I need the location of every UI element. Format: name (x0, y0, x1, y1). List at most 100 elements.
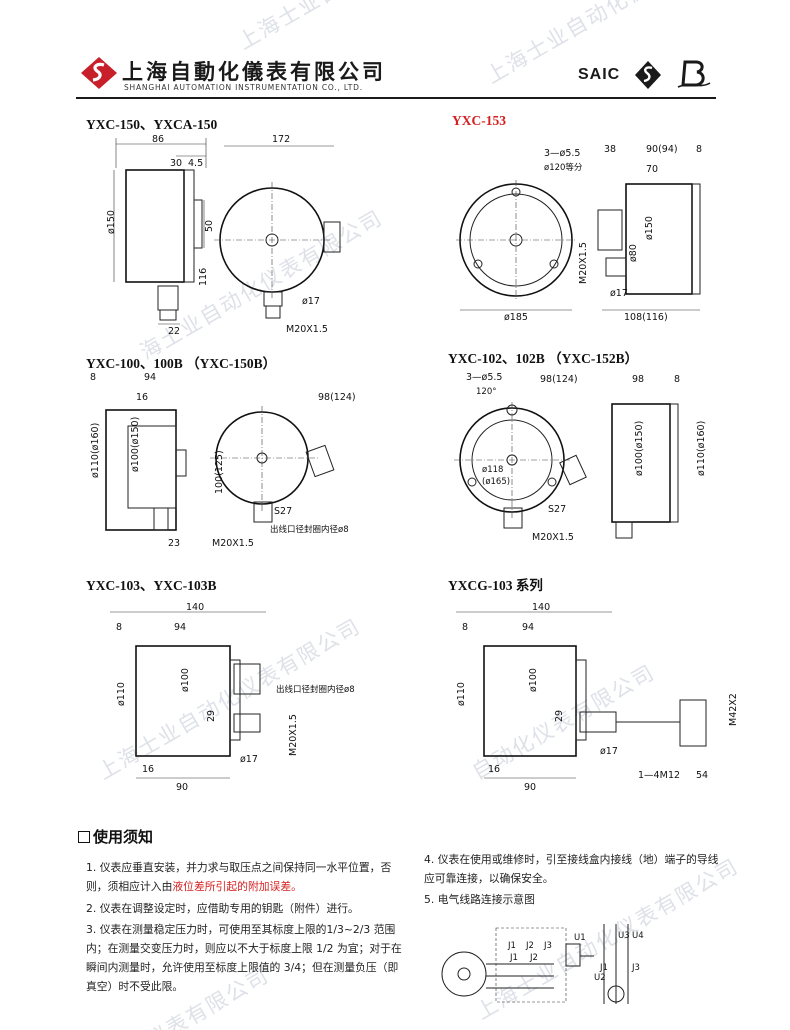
dim-cable-length: 1—4M (638, 770, 668, 781)
dim-8: 8 (116, 622, 122, 633)
dim-116: 116 (198, 268, 209, 286)
model-title-yxc150: YXC-150、YXCA-150 (86, 117, 218, 132)
drawing-yxc150: 86 30 4.5 ø150 50 116 22 172 ø17 M20X1.5 (106, 134, 341, 337)
thread-m20: M20X1.5 (212, 538, 254, 549)
dim-86: 86 (152, 134, 164, 145)
dim-16: 16 (142, 764, 154, 775)
dim-dia118: ø118 (482, 465, 503, 475)
dim-100-125: 100(125) (214, 450, 225, 494)
side-view: 86 30 4.5 ø150 50 116 22 (106, 134, 215, 337)
dim-38: 38 (604, 144, 616, 155)
dim-98: 98 (632, 374, 644, 385)
dim-dia17: ø17 (600, 746, 618, 757)
brand-b-logo-icon (677, 60, 711, 88)
wire-label: J3 (543, 941, 552, 951)
notes-heading: 使用须知 (78, 826, 153, 847)
wire-label: J2 (529, 953, 538, 963)
dim-22: 22 (168, 326, 180, 337)
thread-m20: M20X1.5 (286, 324, 328, 335)
dim-s27: S27 (274, 506, 292, 517)
dim-dia100: ø100 (180, 668, 191, 692)
dim-holes: 3—ø5.5 (466, 372, 502, 383)
dim-dia17: ø17 (240, 754, 258, 765)
dim-29: 29 (554, 710, 565, 722)
dim-dia165: (ø165) (482, 477, 510, 487)
dim-dia100: ø100 (528, 668, 539, 692)
dim-4-5: 4.5 (188, 158, 203, 169)
thread-m20: M20X1.5 (288, 714, 299, 756)
dim-8: 8 (696, 144, 702, 155)
wiring-diagram: J1 J2 J3 J1 J2 U1 U2 U3 U4 J1 J3 (441, 924, 644, 1004)
company-logo-icon (81, 57, 117, 89)
brand-saic: SAIC (578, 66, 621, 83)
saic-logo-icon (635, 61, 661, 89)
wire-label: J2 (525, 941, 534, 951)
dim-94: 94 (174, 622, 186, 633)
dim-98-124: 98(124) (540, 374, 578, 385)
wire-label: J1 (507, 941, 516, 951)
thread-m20: M20X1.5 (532, 532, 574, 543)
dim-172: 172 (272, 134, 290, 145)
company-name-en: SHANGHAI AUTOMATION INSTRUMENTATION CO.,… (124, 83, 363, 92)
wire-label: J1 (509, 953, 518, 963)
dim-dia17: ø17 (302, 296, 320, 307)
drawing-yxcg103: 140 8 94 ø110 ø100 29 ø17 M42X2 16 90 1—… (456, 602, 739, 793)
wire-label: J1 (599, 963, 608, 973)
dim-98: 98(124) (318, 392, 356, 403)
dim-dia110: ø110(ø160) (696, 421, 707, 476)
note-2: 2. 仪表在调整设定时，应借助专用的钥匙（附件）进行。 (86, 902, 359, 915)
dim-23: 23 (168, 538, 180, 549)
dim-dia100: ø100(ø150) (130, 417, 141, 472)
dim-dia185: ø185 (504, 312, 528, 323)
wire-label: U2 (594, 973, 606, 983)
dim-140: 140 (186, 602, 204, 613)
dim-8: 8 (90, 372, 96, 383)
dim-94: 94 (144, 372, 156, 383)
note-4: 4. 仪表在使用或维修时，引至接线盒内接线（地）端子的导线应可靠连接，以确保安全… (424, 853, 719, 885)
wire-label: U1 (574, 933, 586, 943)
dim-70: 70 (646, 164, 658, 175)
dim-140: 140 (532, 602, 550, 613)
dim-54: 54 (696, 770, 708, 781)
dim-dia110: ø110 (116, 682, 127, 706)
drawing-yxc102: 3—ø5.5 120° 98(124) ø118 (ø165) S27 M20X… (454, 372, 707, 543)
dim-dia150: ø150 (644, 216, 655, 240)
note-1: 1. 仪表应垂直安装，并力求与取压点之间保持同一水平位置，否则，须相应计入由液位… (86, 861, 392, 893)
dim-90: 90 (524, 782, 536, 793)
thread-m20: M20X1.5 (578, 242, 589, 284)
model-title-yxc103: YXC-103、YXC-103B (86, 578, 217, 593)
dim-holes: 3—ø5.5 (544, 148, 580, 159)
dim-s27: S27 (548, 504, 566, 515)
wire-label: U3 (618, 931, 630, 941)
dim-16: 16 (488, 764, 500, 775)
wire-label: U4 (632, 931, 644, 941)
thread-m42: M42X2 (728, 693, 739, 726)
dim-dia150: ø150 (106, 210, 117, 234)
dim-dia110: ø110(ø160) (90, 423, 101, 478)
wire-label: J3 (631, 963, 640, 973)
dim-16: 16 (136, 392, 148, 403)
dim-50: 50 (204, 220, 215, 232)
dim-90: 90 (176, 782, 188, 793)
dim-dia110: ø110 (456, 682, 467, 706)
model-title-yxc153: YXC-153 (452, 113, 506, 128)
dim-dia17: ø17 (610, 288, 628, 299)
note-3: 3. 仪表在测量稳定压力时，可使用至其标度上限的1/3~2/3 范围内；在测量交… (86, 923, 402, 993)
dim-12: 12 (668, 770, 680, 781)
drawing-yxc100: 8 94 16 ø110(ø160) ø100(ø150) 23 98(124)… (90, 372, 356, 549)
dim-120deg: 120° (476, 387, 496, 397)
model-title-yxcg103: YXCG-103 系列 (448, 578, 543, 593)
checkbox-square-icon (78, 831, 90, 843)
note-5: 5. 电气线路连接示意图 (424, 893, 535, 906)
model-title-yxc100: YXC-100、100B （YXC-150B） (86, 356, 277, 371)
dim-108: 108(116) (624, 312, 668, 323)
dim-dia80: ø80 (628, 244, 639, 262)
dim-8: 8 (674, 374, 680, 385)
company-name-cn: 上海自動化儀表有限公司 (122, 59, 386, 84)
model-title-yxc102: YXC-102、102B （YXC-152B） (448, 351, 639, 366)
dim-30: 30 (170, 158, 182, 169)
dim-dia100: ø100(ø150) (634, 421, 645, 476)
front-view: 172 ø17 M20X1.5 (214, 134, 341, 335)
header-divider (76, 97, 716, 99)
cable-seal-note: 出线口径封圈内径ø8 (276, 684, 355, 695)
